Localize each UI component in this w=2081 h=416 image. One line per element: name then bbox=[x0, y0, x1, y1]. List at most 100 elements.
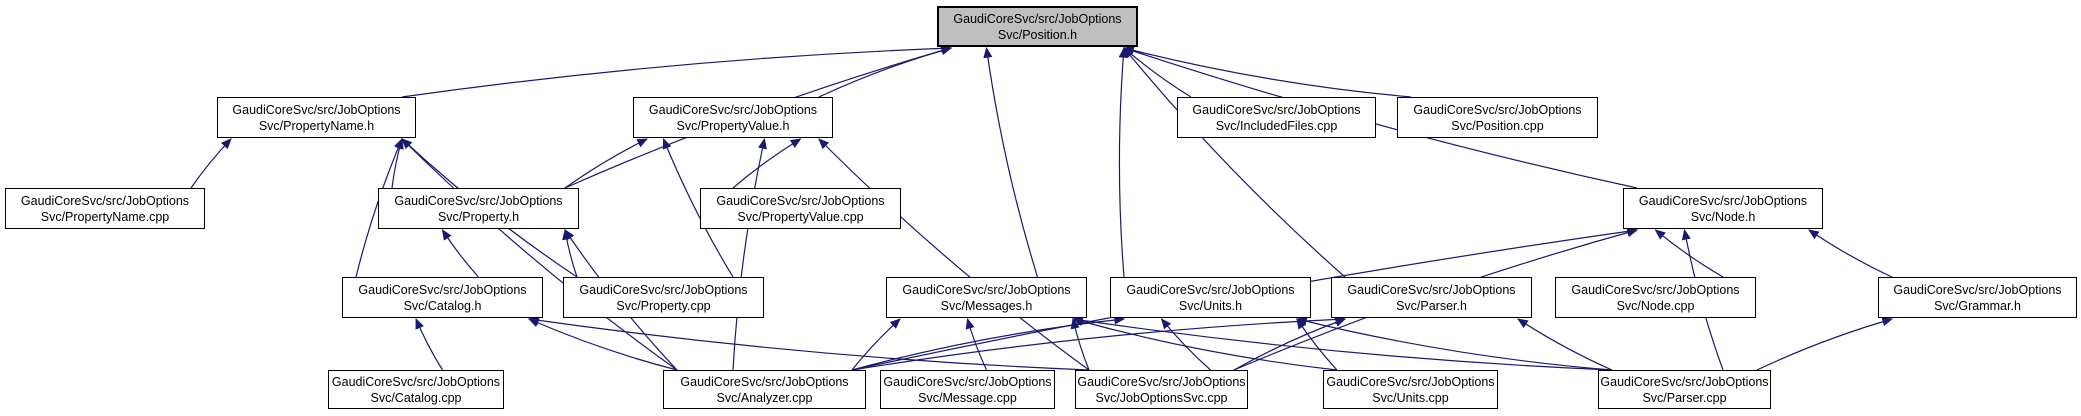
node-label: GaudiCoreSvc/src/JobOptions bbox=[1413, 102, 1582, 117]
node-label: GaudiCoreSvc/src/JobOptions bbox=[953, 11, 1122, 26]
include-edge bbox=[527, 315, 1090, 371]
node-grammar-h[interactable]: GaudiCoreSvc/src/JobOptions Svc/Grammar.… bbox=[1878, 277, 2077, 318]
node-property-cpp[interactable]: GaudiCoreSvc/src/JobOptions Svc/Property… bbox=[563, 277, 764, 318]
include-edge bbox=[401, 43, 953, 98]
node-node-h[interactable]: GaudiCoreSvc/src/JobOptions Svc/Node.h bbox=[1623, 188, 1823, 229]
include-edge bbox=[1160, 318, 1211, 371]
include-edge bbox=[1756, 317, 1894, 371]
node-position-cpp[interactable]: GaudiCoreSvc/src/JobOptions Svc/Position… bbox=[1397, 97, 1598, 138]
include-edge bbox=[732, 137, 767, 371]
node-label: GaudiCoreSvc/src/JobOptions bbox=[1347, 282, 1516, 297]
node-catalog-h[interactable]: GaudiCoreSvc/src/JobOptions Svc/Catalog.… bbox=[342, 277, 543, 318]
include-edge bbox=[983, 46, 1039, 278]
node-label: Svc/Analyzer.cpp bbox=[716, 390, 813, 405]
node-label: GaudiCoreSvc/src/JobOptions bbox=[648, 102, 818, 117]
node-label: Svc/JobOptionsSvc.cpp bbox=[1095, 390, 1228, 405]
include-edge bbox=[1122, 46, 1638, 189]
node-label: GaudiCoreSvc/src/JobOptions bbox=[1126, 282, 1295, 297]
node-label: Svc/Parser.h bbox=[1396, 298, 1467, 313]
node-messages-h[interactable]: GaudiCoreSvc/src/JobOptions Svc/Messages… bbox=[886, 277, 1087, 318]
node-label: Svc/Catalog.h bbox=[403, 298, 482, 313]
node-position-h: GaudiCoreSvc/src/JobOptions Svc/Position… bbox=[937, 6, 1138, 47]
include-edge bbox=[190, 138, 232, 189]
node-label: GaudiCoreSvc/src/JobOptions bbox=[579, 282, 748, 297]
node-label: GaudiCoreSvc/src/JobOptions bbox=[902, 282, 1071, 297]
node-label: Svc/Position.h bbox=[997, 27, 1078, 42]
node-label: Svc/PropertyName.cpp bbox=[40, 209, 170, 224]
node-joboptionssvc-cpp[interactable]: GaudiCoreSvc/src/JobOptions Svc/JobOptio… bbox=[1075, 370, 1248, 409]
node-propertyname-cpp[interactable]: GaudiCoreSvc/src/JobOptions Svc/Property… bbox=[5, 188, 205, 229]
include-edge bbox=[401, 138, 678, 371]
include-edge bbox=[662, 137, 734, 278]
node-label: GaudiCoreSvc/src/JobOptions bbox=[1893, 282, 2062, 297]
node-label: GaudiCoreSvc/src/JobOptions bbox=[1077, 374, 1246, 389]
include-edge bbox=[1123, 47, 1192, 98]
include-edge bbox=[851, 314, 1347, 371]
node-label: GaudiCoreSvc/src/JobOptions bbox=[716, 193, 885, 208]
node-label: Svc/Node.h bbox=[1690, 209, 1756, 224]
include-edge bbox=[1070, 317, 1090, 371]
node-label: GaudiCoreSvc/src/JobOptions bbox=[331, 374, 501, 389]
include-edge bbox=[818, 138, 1090, 371]
include-edge bbox=[391, 137, 404, 189]
node-label: GaudiCoreSvc/src/JobOptions bbox=[1571, 282, 1740, 297]
node-node-cpp[interactable]: GaudiCoreSvc/src/JobOptions Svc/Node.cpp bbox=[1555, 277, 1756, 318]
node-label: GaudiCoreSvc/src/JobOptions bbox=[20, 193, 190, 208]
node-label: Svc/Parser.cpp bbox=[1642, 390, 1727, 405]
node-parser-cpp[interactable]: GaudiCoreSvc/src/JobOptions Svc/Parser.c… bbox=[1598, 370, 1771, 409]
node-label: Svc/Property.h bbox=[437, 209, 520, 224]
include-edge bbox=[441, 229, 479, 278]
node-label: Svc/Message.cpp bbox=[918, 390, 1017, 405]
include-edge bbox=[564, 138, 649, 189]
include-edge bbox=[732, 138, 802, 189]
node-label: Svc/Units.cpp bbox=[1372, 390, 1449, 405]
node-label: GaudiCoreSvc/src/JobOptions bbox=[232, 102, 401, 117]
node-label: Svc/Messages.h bbox=[940, 298, 1033, 313]
node-units-h[interactable]: GaudiCoreSvc/src/JobOptions Svc/Units.h bbox=[1110, 277, 1311, 318]
node-label: GaudiCoreSvc/src/JobOptions bbox=[680, 374, 849, 389]
node-propertyvalue-cpp[interactable]: GaudiCoreSvc/src/JobOptions Svc/Property… bbox=[700, 188, 901, 229]
node-property-h[interactable]: GaudiCoreSvc/src/JobOptions Svc/Property… bbox=[378, 188, 579, 229]
node-label: Svc/Property.cpp bbox=[616, 298, 711, 313]
node-label: GaudiCoreSvc/src/JobOptions bbox=[394, 193, 563, 208]
node-propertyname-h[interactable]: GaudiCoreSvc/src/JobOptions Svc/Property… bbox=[217, 97, 416, 138]
include-edge bbox=[415, 317, 444, 371]
include-edge bbox=[1233, 318, 1347, 371]
node-label: GaudiCoreSvc/src/JobOptions bbox=[1600, 374, 1769, 389]
include-edge bbox=[1808, 229, 1893, 278]
node-label: GaudiCoreSvc/src/JobOptions bbox=[1326, 374, 1495, 389]
node-label: GaudiCoreSvc/src/JobOptions bbox=[358, 282, 527, 297]
node-label: Svc/PropertyValue.h bbox=[676, 118, 790, 133]
include-edge bbox=[527, 318, 678, 371]
include-edge bbox=[1517, 318, 1613, 371]
node-label: GaudiCoreSvc/src/JobOptions bbox=[1638, 193, 1808, 208]
include-edge bbox=[1123, 47, 1346, 278]
include-edge bbox=[1295, 316, 1613, 371]
include-edge bbox=[818, 46, 953, 98]
include-edge bbox=[1654, 229, 1724, 278]
node-message-cpp[interactable]: GaudiCoreSvc/src/JobOptions Svc/Message.… bbox=[880, 370, 1055, 409]
include-edge bbox=[1071, 315, 1613, 371]
include-edge bbox=[1122, 45, 1412, 98]
node-includedfiles-cpp[interactable]: GaudiCoreSvc/src/JobOptions Svc/Included… bbox=[1177, 97, 1376, 138]
node-label: GaudiCoreSvc/src/JobOptions bbox=[1192, 102, 1361, 117]
node-label: Svc/Position.cpp bbox=[1451, 118, 1544, 133]
node-label: Svc/IncludedFiles.cpp bbox=[1215, 118, 1338, 133]
node-analyzer-cpp[interactable]: GaudiCoreSvc/src/JobOptions Svc/Analyzer… bbox=[663, 370, 866, 409]
node-label: Svc/Catalog.cpp bbox=[370, 390, 462, 405]
node-catalog-cpp[interactable]: GaudiCoreSvc/src/JobOptions Svc/Catalog.… bbox=[328, 370, 504, 409]
node-label: GaudiCoreSvc/src/JobOptions bbox=[883, 374, 1052, 389]
node-label: Svc/PropertyValue.cpp bbox=[737, 209, 864, 224]
node-propertyvalue-h[interactable]: GaudiCoreSvc/src/JobOptions Svc/Property… bbox=[633, 97, 833, 138]
node-parser-h[interactable]: GaudiCoreSvc/src/JobOptions Svc/Parser.h bbox=[1331, 277, 1532, 318]
node-label: Svc/Units.h bbox=[1178, 298, 1243, 313]
include-edge bbox=[1118, 46, 1128, 278]
include-edge bbox=[851, 315, 1126, 371]
node-label: Svc/Node.cpp bbox=[1616, 298, 1695, 313]
include-edge bbox=[851, 318, 901, 371]
include-edge bbox=[1071, 317, 1338, 371]
node-units-cpp[interactable]: GaudiCoreSvc/src/JobOptions Svc/Units.cp… bbox=[1323, 370, 1498, 409]
node-label: Svc/Grammar.h bbox=[1934, 298, 2021, 313]
node-label: Svc/PropertyName.h bbox=[258, 118, 375, 133]
